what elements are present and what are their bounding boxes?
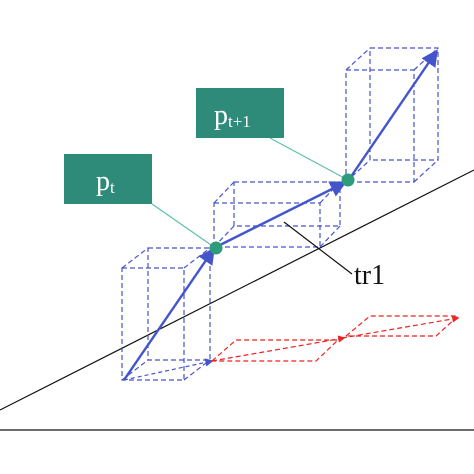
svg-text:pt: pt <box>96 166 115 197</box>
label-pt-main: p <box>96 166 110 197</box>
leader-line-pt1 <box>269 137 349 181</box>
label-box-pt: pt <box>64 154 152 204</box>
base-dashed-arrow <box>123 358 214 381</box>
leader-line-tr1 <box>283 221 353 275</box>
trajectory-arrow-2 <box>217 181 348 248</box>
trajectory-arrow-1 <box>123 247 215 381</box>
trajectory-label: tr1 <box>354 260 385 291</box>
node-pt1 <box>341 173 355 187</box>
node-pt <box>209 241 223 255</box>
red-projection <box>210 315 460 362</box>
label-pt1-main: p <box>214 100 228 131</box>
leader-line-pt <box>151 203 215 248</box>
trajectory-arrow-3 <box>349 49 438 179</box>
label-box-pt1: pt+1 <box>196 88 284 138</box>
label-pt1-sub: t+1 <box>228 112 251 131</box>
dashed-box-1 <box>121 247 211 381</box>
slope-line <box>0 169 474 411</box>
label-pt-sub: t <box>110 178 115 197</box>
svg-text:pt+1: pt+1 <box>214 100 251 131</box>
